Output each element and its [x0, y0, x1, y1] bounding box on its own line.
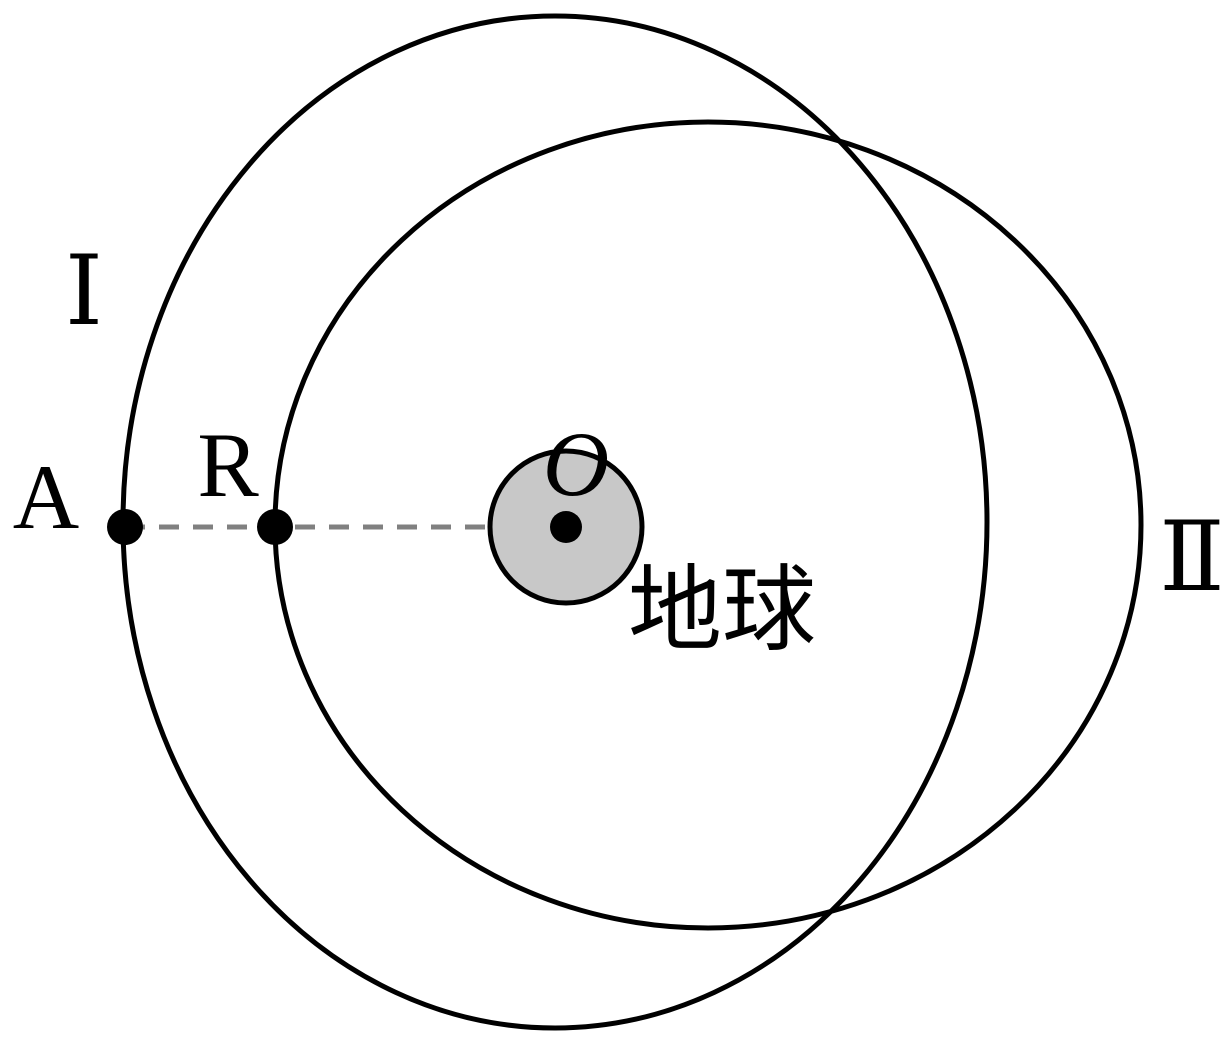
center-label: O [543, 413, 609, 515]
point-r-dot [257, 509, 293, 545]
point-a-label: A [13, 446, 79, 548]
point-r-label: R [197, 414, 259, 516]
point-a-dot [107, 509, 143, 545]
orbit-one-label: Ⅰ [65, 238, 103, 345]
orbit-two-label: Ⅱ [1159, 504, 1224, 611]
earth-label: 地球 [628, 556, 816, 665]
center-point [550, 511, 582, 543]
